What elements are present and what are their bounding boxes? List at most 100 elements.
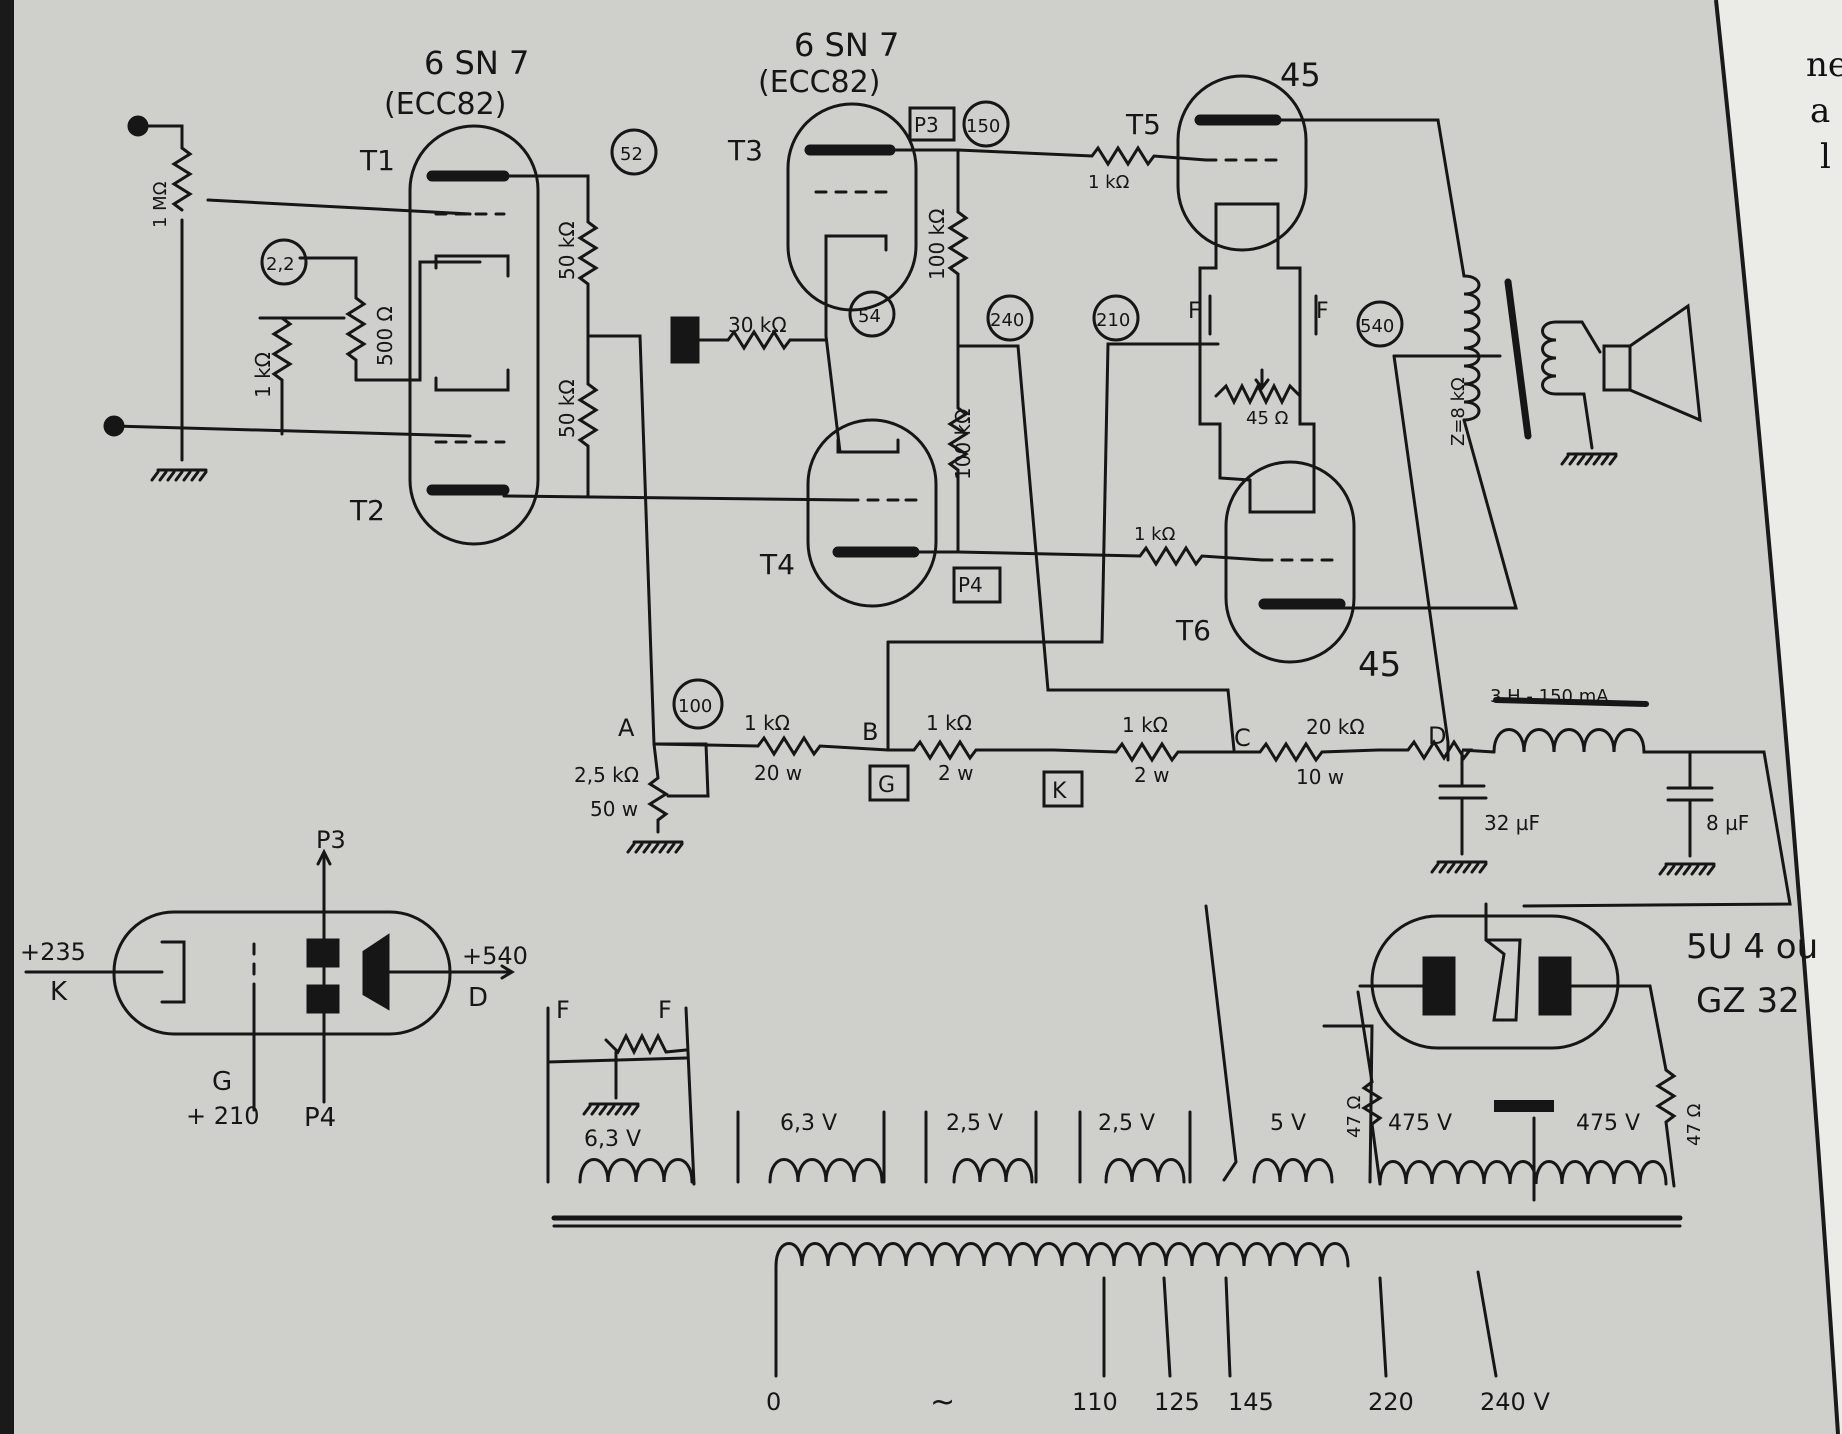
tap-ac: ~ [930, 1385, 955, 1420]
label-choke: 3 H - 150 mA [1490, 686, 1609, 707]
label-pot-bleed-1: 2,5 kΩ [574, 763, 639, 787]
volt-54: 54 [858, 306, 881, 327]
cathodes-t1-t2 [434, 254, 510, 392]
label-t5: T5 [1125, 108, 1161, 141]
label-pot-in: 1 MΩ [150, 181, 171, 228]
legend-cathode [24, 940, 186, 1004]
legend-d-val: +540 [462, 942, 528, 970]
tx-2v5-b: 2,5 V [1098, 1111, 1155, 1136]
legend-p3: P3 [316, 826, 346, 854]
volt-150: 150 [966, 116, 1000, 137]
filament-f-leads [1208, 294, 1318, 336]
tap-110: 110 [1072, 1388, 1118, 1416]
resistor-100k-a [888, 148, 969, 348]
speaker-magnet [1602, 344, 1632, 392]
resistor-1k-input [258, 316, 293, 436]
resistor-1k-t6 [956, 545, 1264, 567]
coil-6v3-a [578, 1158, 694, 1184]
capacitor-32uf [1438, 750, 1488, 856]
node-f1: F [1188, 299, 1201, 324]
ht-rail [652, 735, 1496, 763]
output-secondary [1541, 320, 1558, 396]
label-t1: T1 [359, 144, 395, 177]
label-r-ab-2: 20 w [754, 761, 802, 785]
resistor-100k-b [912, 344, 969, 554]
tube-t1-t2 [408, 124, 540, 546]
legend-p4: P4 [304, 1103, 336, 1133]
node-p3: P3 [914, 113, 939, 137]
tube-type-t6: 45 [1358, 645, 1401, 685]
label-r-50k-b: 50 kΩ [555, 379, 579, 438]
tx-5v: 5 V [1270, 1111, 1306, 1136]
tube-type-t5: 45 [1280, 56, 1321, 94]
tap-220: 220 [1368, 1388, 1414, 1416]
resistor-47ohm-a [1356, 990, 1383, 1186]
legend-plate-top [306, 938, 340, 968]
tap-145: 145 [1228, 1388, 1274, 1416]
label-r-cd-2: 10 w [1296, 765, 1344, 789]
label-r-1k-in: 1 kΩ [251, 352, 275, 398]
label-r-cd-1: 20 kΩ [1306, 715, 1365, 739]
resistor-500 [298, 256, 367, 382]
label-r-bk-2: 2 w [938, 761, 973, 785]
output-core [1504, 278, 1532, 440]
choke-core [1493, 697, 1649, 707]
coil-6v3-b [736, 1110, 886, 1184]
filter-choke [1492, 728, 1792, 908]
wire-210 [886, 342, 1220, 644]
wire-cathode-link [824, 246, 842, 454]
rect-anode-1 [1422, 956, 1456, 1016]
tube-t4 [806, 418, 938, 608]
label-t6: T6 [1175, 614, 1211, 647]
winding-6v3-heater [546, 1006, 696, 1186]
margin-text-1: ne [1806, 45, 1842, 85]
tube-t6 [1224, 460, 1356, 664]
pot-45ohm-wiper [1254, 368, 1270, 391]
resistor-50k-b [577, 334, 599, 498]
tx-f-right: F [658, 996, 672, 1024]
label-r-50k-a: 50 kΩ [555, 221, 579, 280]
coil-2v5-a [924, 1110, 1038, 1184]
resistor-47ohm-b [1655, 1068, 1677, 1188]
label-cap-b: 8 µF [1706, 811, 1749, 835]
rect-filament [1484, 902, 1522, 1022]
mains-taps [774, 1264, 1498, 1378]
wire-t2-plate [502, 494, 852, 502]
volt-210: 210 [1096, 310, 1130, 331]
bleeder-pot [647, 742, 710, 834]
wire-rect-heater [1204, 904, 1238, 1182]
label-t2: T2 [349, 494, 385, 527]
label-r-grid-t5: 1 kΩ [1088, 172, 1130, 193]
volt-240: 240 [990, 310, 1024, 331]
coil-475v [1378, 1160, 1668, 1186]
rectifier-type-2: GZ 32 [1696, 981, 1800, 1021]
tube-alt-t3: (ECC82) [758, 65, 880, 100]
input-pot [171, 146, 193, 212]
legend-plates [316, 848, 332, 1104]
right-page-margin [1716, 0, 1842, 1434]
node-g: G [878, 773, 895, 798]
resistor-1k-t5 [956, 145, 1208, 167]
label-r-100k-b: 100 kΩ [951, 409, 975, 480]
wire-t5-plate [1274, 118, 1466, 278]
wire-5v [1322, 1024, 1374, 1184]
resistor-30k [698, 329, 828, 351]
legend-g: G [212, 1067, 232, 1097]
volt-52: 52 [620, 144, 643, 165]
tx-6v3-b: 6,3 V [780, 1111, 837, 1136]
transformer-labels: F F 6,3 V 6,3 V 2,5 V 2,5 V 5 V 475 V 47… [556, 996, 1640, 1420]
label-r-500: 500 Ω [373, 306, 397, 366]
ground-block [670, 316, 700, 364]
legend-k-val: +235 [20, 938, 86, 966]
node-f2: F [1316, 299, 1329, 324]
tx-f-left: F [556, 996, 570, 1024]
label-r-47-a: 47 Ω [1344, 1095, 1365, 1138]
speaker-cone [1628, 303, 1702, 423]
voltage-markers: 2,2 52 150 54 240 210 540 100 [260, 100, 1404, 730]
legend-d: D [468, 983, 488, 1013]
capacitor-8uf [1666, 750, 1714, 858]
rect-anode-2 [1538, 956, 1572, 1016]
node-a: A [618, 714, 635, 742]
label-r-47-b: 47 Ω [1684, 1103, 1705, 1146]
label-t4: T4 [759, 548, 795, 581]
